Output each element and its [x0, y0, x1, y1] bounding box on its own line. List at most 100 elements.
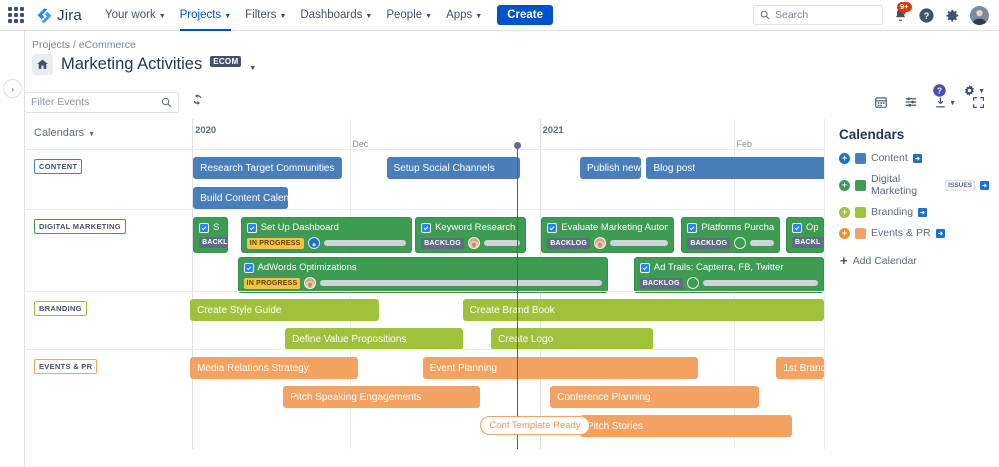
- task-checkbox-icon[interactable]: [687, 222, 698, 233]
- timeline-bar[interactable]: Build Content Calendar: [193, 187, 289, 209]
- calendar-color-swatch[interactable]: [855, 152, 866, 164]
- timeline-bar[interactable]: Create Brand Book: [462, 299, 824, 321]
- calendar-view-icon[interactable]: [874, 95, 888, 109]
- row-tag-digital-marketing[interactable]: DIGITAL MARKETING: [34, 219, 126, 234]
- nav-item-dashboards[interactable]: Dashboards ▼: [293, 0, 379, 31]
- nav-item-apps[interactable]: Apps ▼: [439, 0, 489, 31]
- assignee-avatar[interactable]: [467, 237, 480, 249]
- nav-item-filters[interactable]: Filters ▼: [238, 0, 293, 31]
- timeline-issue-card[interactable]: Evaluate Marketing AutomationBACKLOG: [541, 217, 675, 253]
- status-badge[interactable]: BACKLOG: [639, 277, 683, 289]
- row-tag-events-pr[interactable]: EVENTS & PR: [34, 359, 98, 374]
- settings-menu-button[interactable]: ▼: [963, 84, 985, 97]
- calendar-color-swatch[interactable]: [855, 227, 866, 239]
- axis-year-label: 2021: [542, 125, 564, 136]
- breadcrumb-project-name[interactable]: eCommerce: [78, 39, 136, 51]
- timeline-bar[interactable]: Pitch Stories: [579, 415, 793, 437]
- task-checkbox-icon[interactable]: [246, 222, 257, 233]
- nav-label-your-work: Your work: [104, 9, 156, 21]
- nav-item-your-work[interactable]: Your work ▼: [98, 0, 173, 31]
- export-download-button[interactable]: ▼: [934, 96, 956, 109]
- user-avatar[interactable]: [970, 5, 989, 25]
- add-calendar-button[interactable]: + Add Calendar: [839, 253, 989, 268]
- status-badge[interactable]: BACKLOG: [687, 237, 731, 249]
- row-tag-content[interactable]: CONTENT: [34, 159, 83, 174]
- assignee-avatar[interactable]: [734, 237, 747, 249]
- calendar-list-item[interactable]: +Content: [839, 152, 989, 164]
- project-menu-chevron-icon[interactable]: ▼: [249, 65, 257, 72]
- fullscreen-icon[interactable]: [972, 96, 985, 109]
- global-search-input[interactable]: Search: [753, 5, 883, 25]
- status-badge[interactable]: IN PROGRESS: [246, 237, 304, 249]
- row-divider: [24, 291, 190, 292]
- help-circle-icon[interactable]: ?: [932, 83, 947, 98]
- share-calendar-icon[interactable]: [980, 180, 989, 190]
- status-badge[interactable]: BACKLOG: [547, 237, 591, 249]
- milestone-marker[interactable]: Conf Template Ready: [480, 416, 590, 435]
- timeline-bar[interactable]: Publish new: [579, 157, 642, 179]
- assignee-avatar[interactable]: [594, 237, 607, 249]
- timeline-bar[interactable]: Setup Social Channels: [386, 157, 520, 179]
- progress-bar: [483, 240, 520, 246]
- help-icon[interactable]: ?: [918, 7, 935, 24]
- expand-sidebar-button[interactable]: ›: [3, 79, 22, 98]
- timeline-bar[interactable]: Create Style Guide: [190, 299, 379, 321]
- add-event-icon[interactable]: +: [839, 179, 850, 191]
- breadcrumb-projects[interactable]: Projects: [32, 39, 70, 51]
- calendar-label: Branding: [871, 206, 914, 218]
- timeline-bar[interactable]: 1st Brande: [776, 357, 824, 379]
- status-badge[interactable]: BACKL: [791, 237, 823, 248]
- share-calendar-icon[interactable]: [918, 207, 928, 217]
- status-badge[interactable]: IN PROGRESS: [243, 277, 301, 289]
- add-event-icon[interactable]: +: [839, 152, 850, 164]
- timeline-issue-card[interactable]: Platforms PurchasedBACKLOG: [681, 217, 780, 253]
- timeline-bar[interactable]: Conference Planning: [550, 386, 760, 408]
- settings-gear-icon[interactable]: [944, 7, 961, 24]
- assignee-avatar[interactable]: [307, 237, 320, 249]
- refresh-button[interactable]: [191, 93, 204, 111]
- timeline-bar[interactable]: Event Planning: [422, 357, 699, 379]
- create-button[interactable]: Create: [497, 5, 554, 25]
- timeline-bar[interactable]: Create Logo: [491, 328, 653, 350]
- task-checkbox-icon[interactable]: [199, 222, 210, 233]
- calendar-list-item[interactable]: +Events & PR: [839, 227, 989, 239]
- timeline-bar[interactable]: Research Target Communities: [193, 157, 343, 179]
- timeline-bar[interactable]: Blog post: [646, 157, 824, 179]
- status-badge[interactable]: BACKLOG: [199, 237, 228, 248]
- calendar-color-swatch[interactable]: [855, 206, 866, 218]
- jira-home-logo[interactable]: Jira: [36, 7, 82, 24]
- timeline-issue-card[interactable]: SBACKLOG: [193, 217, 229, 253]
- add-event-icon[interactable]: +: [839, 227, 850, 239]
- calendar-list-item[interactable]: + Branding: [839, 206, 989, 218]
- row-tag-branding[interactable]: BRANDING: [34, 301, 87, 316]
- task-checkbox-icon[interactable]: [639, 262, 650, 273]
- timeline-bar[interactable]: Define Value Propositions: [285, 328, 463, 350]
- status-badge[interactable]: BACKLOG: [421, 237, 464, 249]
- assignee-avatar[interactable]: [304, 277, 317, 289]
- task-checkbox-icon[interactable]: [547, 222, 558, 233]
- notifications-bell-icon[interactable]: 9+: [892, 1, 912, 24]
- calendar-color-swatch[interactable]: [855, 179, 866, 191]
- settings-sliders-icon[interactable]: [904, 95, 918, 109]
- task-checkbox-icon[interactable]: [421, 222, 432, 233]
- task-checkbox-icon[interactable]: [791, 222, 802, 233]
- filter-events-input[interactable]: Filter Events: [24, 91, 179, 113]
- share-calendar-icon[interactable]: [935, 228, 945, 238]
- nav-item-projects[interactable]: Projects ▼: [173, 0, 238, 31]
- timeline-bar[interactable]: Media Relations Strategy: [190, 357, 358, 379]
- nav-item-people[interactable]: People ▼: [379, 0, 439, 31]
- task-checkbox-icon[interactable]: [243, 262, 254, 273]
- app-switcher-icon[interactable]: [8, 7, 24, 23]
- calendars-group-toggle[interactable]: Calendars ▼: [24, 119, 190, 139]
- add-event-icon[interactable]: +: [839, 206, 850, 218]
- assignee-avatar[interactable]: [686, 277, 699, 289]
- timeline-bar[interactable]: Pitch Speaking Engagements: [283, 386, 480, 408]
- share-calendar-icon[interactable]: [912, 153, 922, 163]
